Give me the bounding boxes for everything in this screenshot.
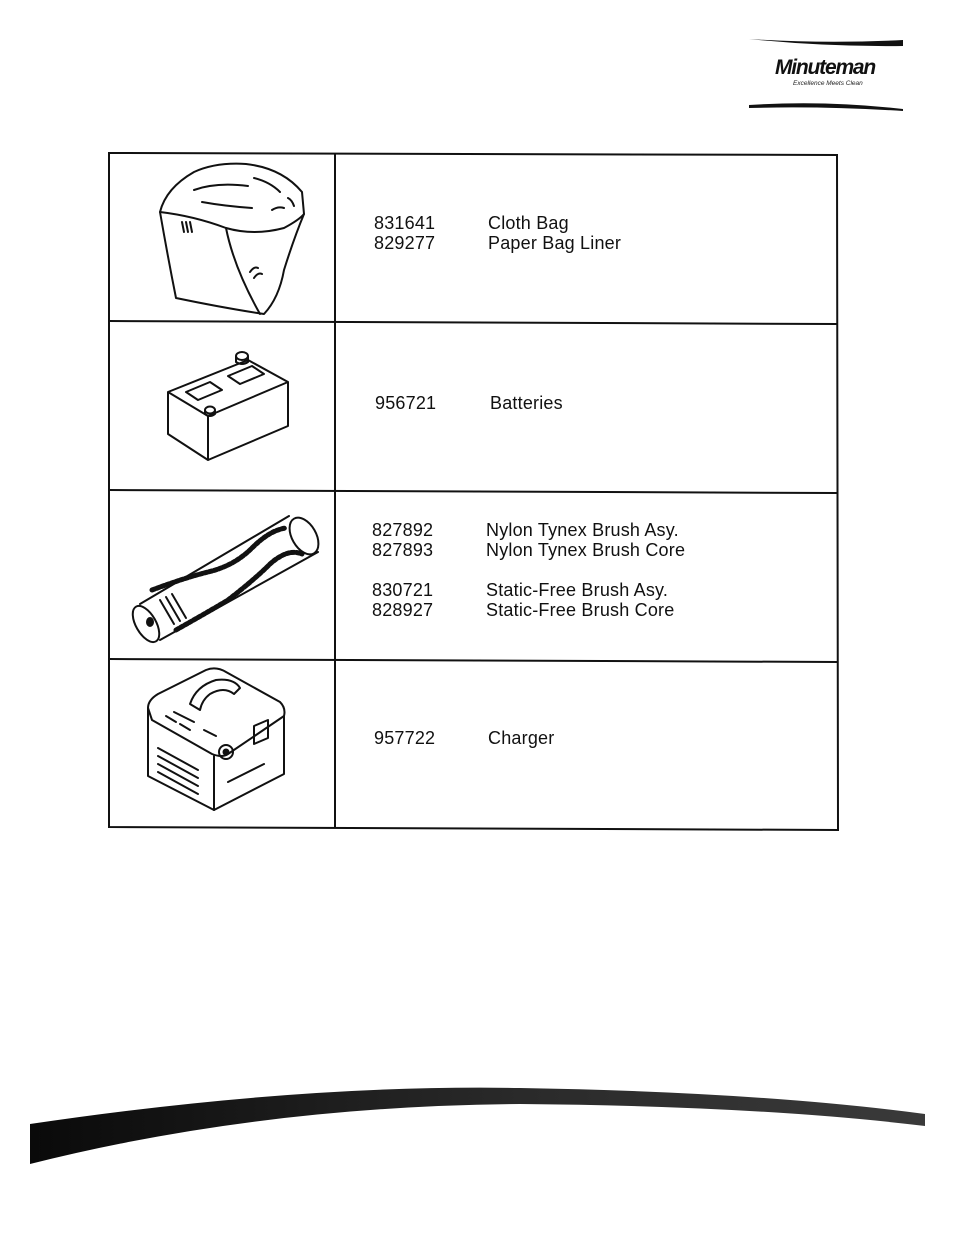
part-number: 827892 bbox=[372, 520, 434, 540]
table-grid bbox=[108, 152, 840, 832]
part-number: 827893 bbox=[372, 540, 434, 560]
part-number: 828927 bbox=[372, 600, 434, 620]
minuteman-logo: Minuteman Excellence Meets Clean bbox=[745, 34, 907, 116]
footer-swoosh bbox=[30, 1087, 925, 1164]
part-number: 956721 bbox=[375, 393, 437, 413]
part-description: Cloth Bag bbox=[488, 213, 569, 233]
cloth-bag-icon bbox=[159, 162, 305, 315]
logo-name: Minuteman bbox=[775, 56, 876, 79]
logo-tagline: Excellence Meets Clean bbox=[793, 80, 863, 87]
part-number: 829277 bbox=[374, 233, 436, 253]
part-description: Batteries bbox=[490, 393, 563, 413]
battery-icon bbox=[167, 351, 289, 461]
part-description: Charger bbox=[488, 728, 555, 748]
parts-table: 831641 Cloth Bag 829277 Paper Bag Liner … bbox=[108, 152, 840, 832]
part-number: 830721 bbox=[372, 580, 434, 600]
logo-swoosh-lines bbox=[749, 39, 903, 111]
part-description: Static-Free Brush Asy. bbox=[486, 580, 669, 600]
charger-icon bbox=[147, 667, 286, 811]
part-description: Nylon Tynex Brush Core bbox=[486, 540, 686, 560]
part-description: Static-Free Brush Core bbox=[486, 600, 675, 620]
part-number: 831641 bbox=[374, 213, 436, 233]
part-number: 957722 bbox=[374, 728, 436, 748]
part-description: Paper Bag Liner bbox=[488, 233, 622, 253]
part-description: Nylon Tynex Brush Asy. bbox=[486, 520, 679, 540]
brush-roll-icon bbox=[131, 515, 320, 644]
